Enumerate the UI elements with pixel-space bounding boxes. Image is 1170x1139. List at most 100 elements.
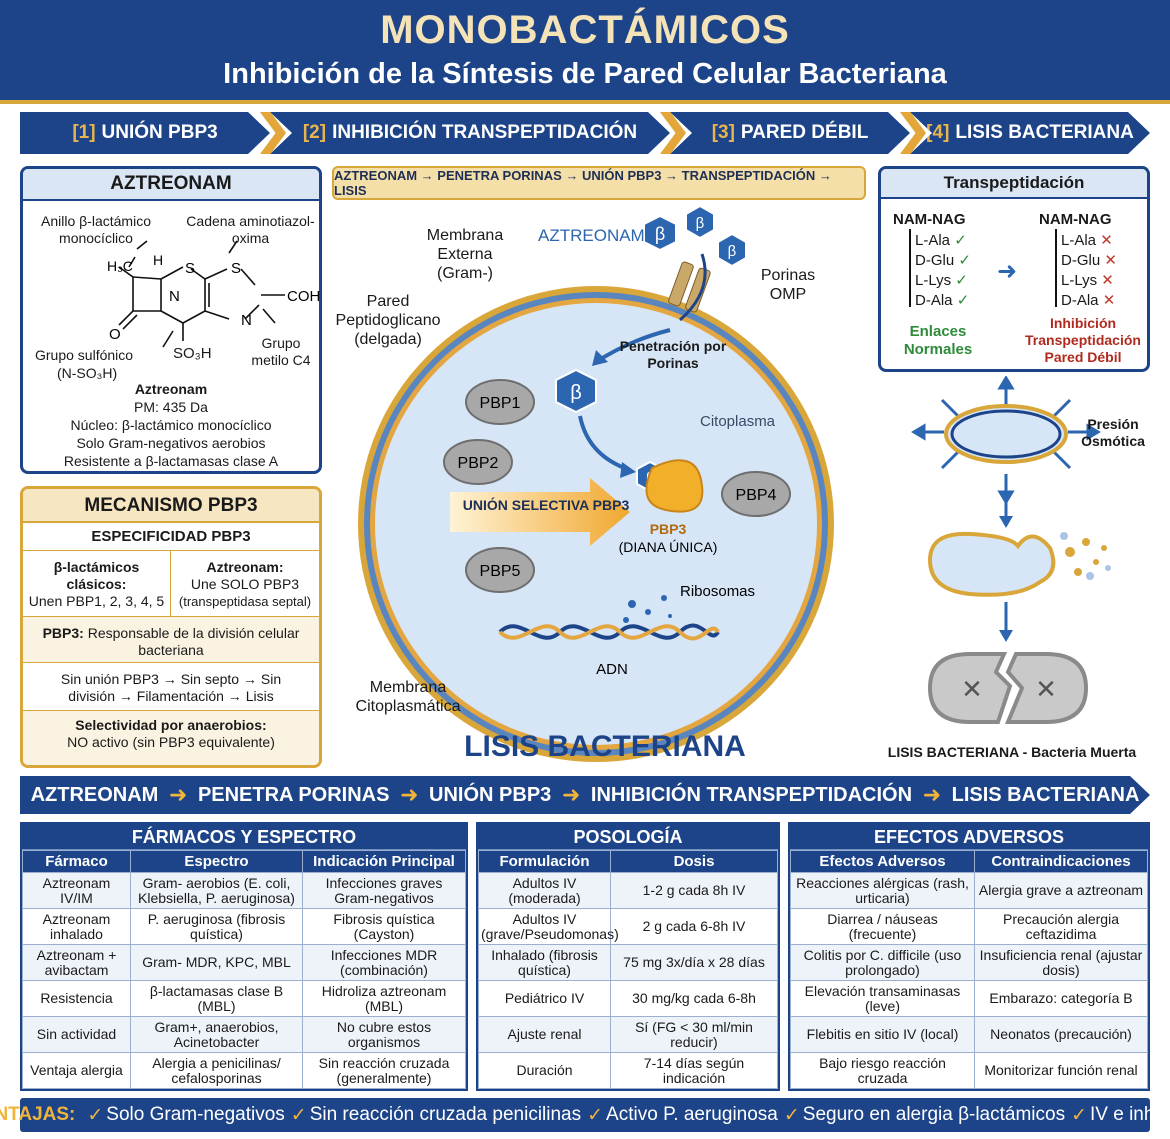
lisis-title: LISIS BACTERIANA [464, 730, 746, 763]
col-header: Espectro [130, 850, 303, 873]
table-cell: Duración [478, 1052, 611, 1089]
adn-label: ADN [596, 661, 628, 678]
molecule-resistant: Resistente a β-lactamasas clase A [63, 453, 279, 469]
check-icon: ✓ [958, 252, 971, 269]
pbp2-blob: PBP2 [443, 439, 513, 485]
table-cell: Pediátrico IV [478, 980, 611, 1017]
pbp5-label: PBP5 [480, 563, 521, 580]
aa-item: D-Glu ✓ [915, 251, 971, 271]
beta-glyph: β [655, 224, 665, 244]
posologia-title: POSOLOGÍA [478, 824, 778, 850]
methyl-label: Grupo metilo C4 [251, 335, 311, 368]
ventajas-label: VENTAJAS: [0, 1104, 76, 1125]
spec-title: ESPECIFICIDAD PBP3 [23, 523, 319, 551]
col-header: Contraindicaciones [974, 850, 1148, 873]
table-cell: Monitorizar función renal [974, 1052, 1148, 1089]
arrow-right-icon: ➜ [400, 782, 419, 807]
lysis-caption: LISIS BACTERIANA - Bacteria Muerta [887, 744, 1137, 760]
molecule-pm: PM: 435 Da [134, 399, 208, 415]
pared-label: Pared Peptidoglicano (delgada) [335, 293, 441, 348]
classic-text: Unen PBP1, 2, 3, 4, 5 [28, 593, 165, 609]
beta-hex-icon: β [555, 368, 597, 414]
struct-s1: S [185, 260, 195, 277]
flow-step: LISIS BACTERIANA [951, 783, 1140, 806]
col-header: Dosis [610, 850, 778, 873]
table-cell: Hidroliza aztreonam (MBL) [302, 980, 466, 1017]
aa-item: D-Glu ✕ [1061, 251, 1117, 271]
dead-x-icon: ✕ [961, 675, 983, 705]
pbp1-label: PBP1 [480, 395, 521, 412]
table-cell: 7-14 días según indicación [610, 1052, 778, 1089]
check-icon: ✓ [954, 232, 967, 249]
porinas-label: Porinas OMP [760, 267, 816, 303]
flow-step: AZTREONAM [30, 783, 159, 806]
step-label: PARED DÉBIL [740, 122, 869, 143]
mechanism-box: MECANISMO PBP3 ESPECIFICIDAD PBP3 β-lact… [20, 486, 322, 768]
table-cell: Elevación transaminasas (leve) [790, 980, 975, 1017]
aa-label: L-Lys [1061, 272, 1098, 289]
table-cell: Sin reacción cruzada (generalmente) [302, 1052, 466, 1089]
table-cell: Aztreonam inhalado [22, 908, 131, 945]
col-header: Fármaco [22, 850, 131, 873]
page-subtitle: Inhibición de la Síntesis de Pared Celul… [223, 58, 947, 90]
pbp4-label: PBP4 [736, 487, 777, 504]
table-row: Elevación transaminasas (leve)Embarazo: … [790, 980, 1148, 1017]
step-num: [4] [926, 122, 950, 143]
cross-icon: ✕ [1104, 252, 1117, 269]
transpep-title: Transpeptidación [881, 169, 1147, 199]
struct-o: O [109, 326, 121, 343]
pbp4-blob: PBP4 [721, 471, 791, 517]
pbp5-blob: PBP5 [465, 547, 535, 593]
aa-label: L-Ala [1061, 232, 1097, 249]
aa-list-inhibited: L-Ala ✕ D-Glu ✕ L-Lys ✕ D-Ala ✕ [1061, 231, 1117, 311]
table-cell: 2 g cada 6-8h IV [610, 908, 778, 945]
diana-label: (DIANA ÚNICA) [619, 539, 718, 555]
beta-glyph: β [728, 243, 737, 260]
table-cell: No cubre estos organismos [302, 1016, 466, 1053]
beta-glyph: β [696, 215, 705, 232]
step-label: LISIS BACTERIANA [955, 122, 1134, 143]
check-icon: ✓ [87, 1104, 104, 1126]
step-label: INHIBICIÓN TRANSPEPTIDACIÓN [332, 122, 638, 143]
ventajas-footer: VENTAJAS: ✓Solo Gram-negativos ✓Sin reac… [0, 1098, 1170, 1132]
arrow-icon [679, 253, 707, 322]
aztreonam-box: AZTREONAM Anillo β-lactámico monocíclico… [20, 166, 322, 474]
chain-label: Cadena aminotiazol-oxima [186, 213, 315, 246]
leaking-fragments [1065, 538, 1107, 576]
aa-item: L-Lys ✓ [915, 271, 971, 291]
dead-x-icon: ✕ [1035, 675, 1057, 705]
table-cell: Aztreonam IV/IM [22, 872, 131, 909]
az-text-1: Une SOLO PBP3 [190, 576, 300, 592]
dead-bacterium-left [927, 652, 1013, 724]
aztreonam-drug-label: AZTREONAM [538, 226, 645, 245]
pbp3-label: PBP3 [650, 521, 687, 537]
table-cell: Inhalado (fibrosis quística) [478, 944, 611, 981]
table-row: Adultos IV (grave/Pseudomonas)2 g cada 6… [478, 908, 778, 945]
mechanism-title: MECANISMO PBP3 [23, 489, 319, 523]
lysis-sequence: ✕ ✕ [911, 376, 1111, 724]
aa-label: D-Ala [915, 292, 953, 309]
table-cell: Infecciones graves Gram-negativos [302, 872, 466, 909]
flow-step: INHIBICIÓN TRANSPEPTIDACIÓN [590, 783, 913, 806]
ventaja-item: Seguro en alergia β-lactámicos [802, 1104, 1066, 1125]
struct-h: H [153, 252, 163, 268]
struct-coh: COH [287, 288, 319, 305]
aztreonam-title: AZTREONAM [23, 169, 319, 201]
mechanism-chain: Sin unión PBP3 → Sin septo → Sin divisió… [23, 663, 319, 711]
molecule-nucleus: Núcleo: β-lactámico monocíclico [70, 417, 272, 433]
check-icon: ✓ [956, 292, 970, 309]
selective-binding-arrow [450, 478, 630, 546]
steps-bar: [1]UNIÓN PBP3 [2]INHIBICIÓN TRANSPEPTIDA… [20, 112, 1150, 154]
aa-item: L-Lys ✕ [1061, 271, 1117, 291]
table-cell: 75 mg 3x/día x 28 días [610, 944, 778, 981]
table-cell: Gram- aerobios (E. coli, Klebsiella, P. … [130, 872, 303, 909]
anaerobe-text: NO activo (sin PBP3 equivalente) [67, 734, 275, 750]
